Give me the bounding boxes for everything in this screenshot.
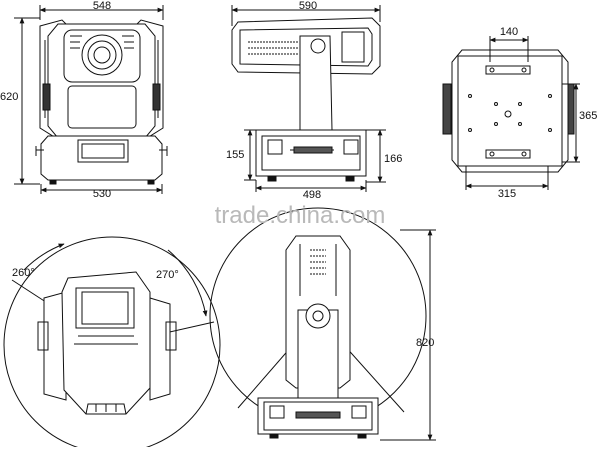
watermark: trade.china.com xyxy=(215,202,386,229)
pan-right-angle: 270° xyxy=(156,269,179,281)
dim-bottom-top-width: 140 xyxy=(500,26,518,38)
dim-side-base-height-left: 155 xyxy=(226,149,244,161)
front-view xyxy=(14,5,168,194)
pan-left-angle: 260° xyxy=(12,267,35,279)
top-rotation-view xyxy=(3,236,221,452)
dim-side-base-height-right: 166 xyxy=(384,153,402,165)
side-rotation-view xyxy=(209,207,436,441)
dim-bottom-width: 315 xyxy=(498,188,516,200)
side-view xyxy=(231,5,386,192)
dim-front-height: 620 xyxy=(0,91,18,103)
dim-side-base-width: 498 xyxy=(303,189,321,201)
dim-side-top-width: 590 xyxy=(299,0,317,12)
dim-bottom-height: 365 xyxy=(579,110,597,122)
dim-front-base-width: 530 xyxy=(93,188,111,200)
dim-front-top-width: 548 xyxy=(93,0,111,12)
dim-tilt-height: 820 xyxy=(416,337,434,349)
bottom-view xyxy=(442,36,580,190)
